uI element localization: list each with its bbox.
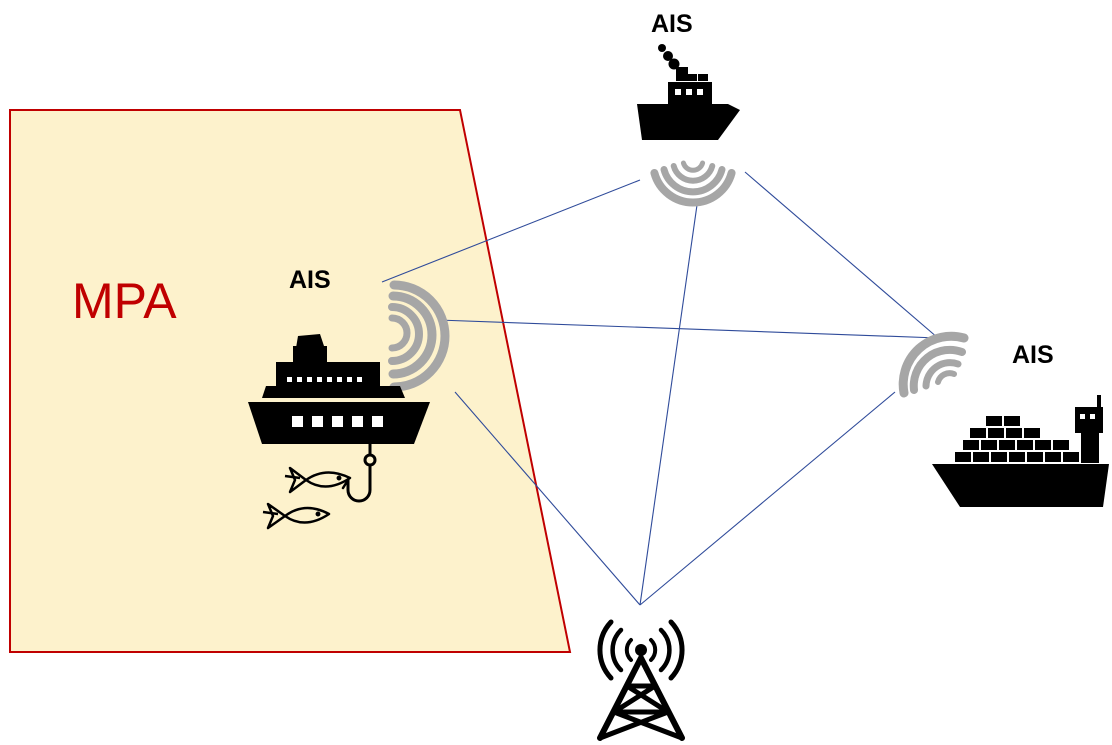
link-fishing-to-tower [454,391,641,606]
signal-waves-icon [898,331,969,398]
radio-tower-icon [597,619,685,741]
signal-waves-icon [388,280,450,392]
mpa-label: MPA [72,273,177,329]
link-fishing-to-cargo [437,319,939,339]
small-steam-ship-icon [637,44,740,140]
fish-icon [262,502,331,530]
communication-links [381,171,939,606]
fishing-hook-icon [341,442,377,503]
fish-icon [284,466,352,494]
ais-label-fishing-vessel: AIS [289,266,331,294]
link-fishing-to-top [381,179,641,283]
ais-label-cargo-vessel: AIS [1012,341,1054,369]
ais-label-top-vessel: AIS [651,10,693,38]
fishing-ship-icon [248,334,430,444]
link-top-to-tower [639,204,698,606]
signal-waves-icon [650,160,736,207]
link-cargo-to-tower [639,391,896,606]
link-top-to-cargo [744,171,939,339]
container-ship-icon [932,395,1109,507]
